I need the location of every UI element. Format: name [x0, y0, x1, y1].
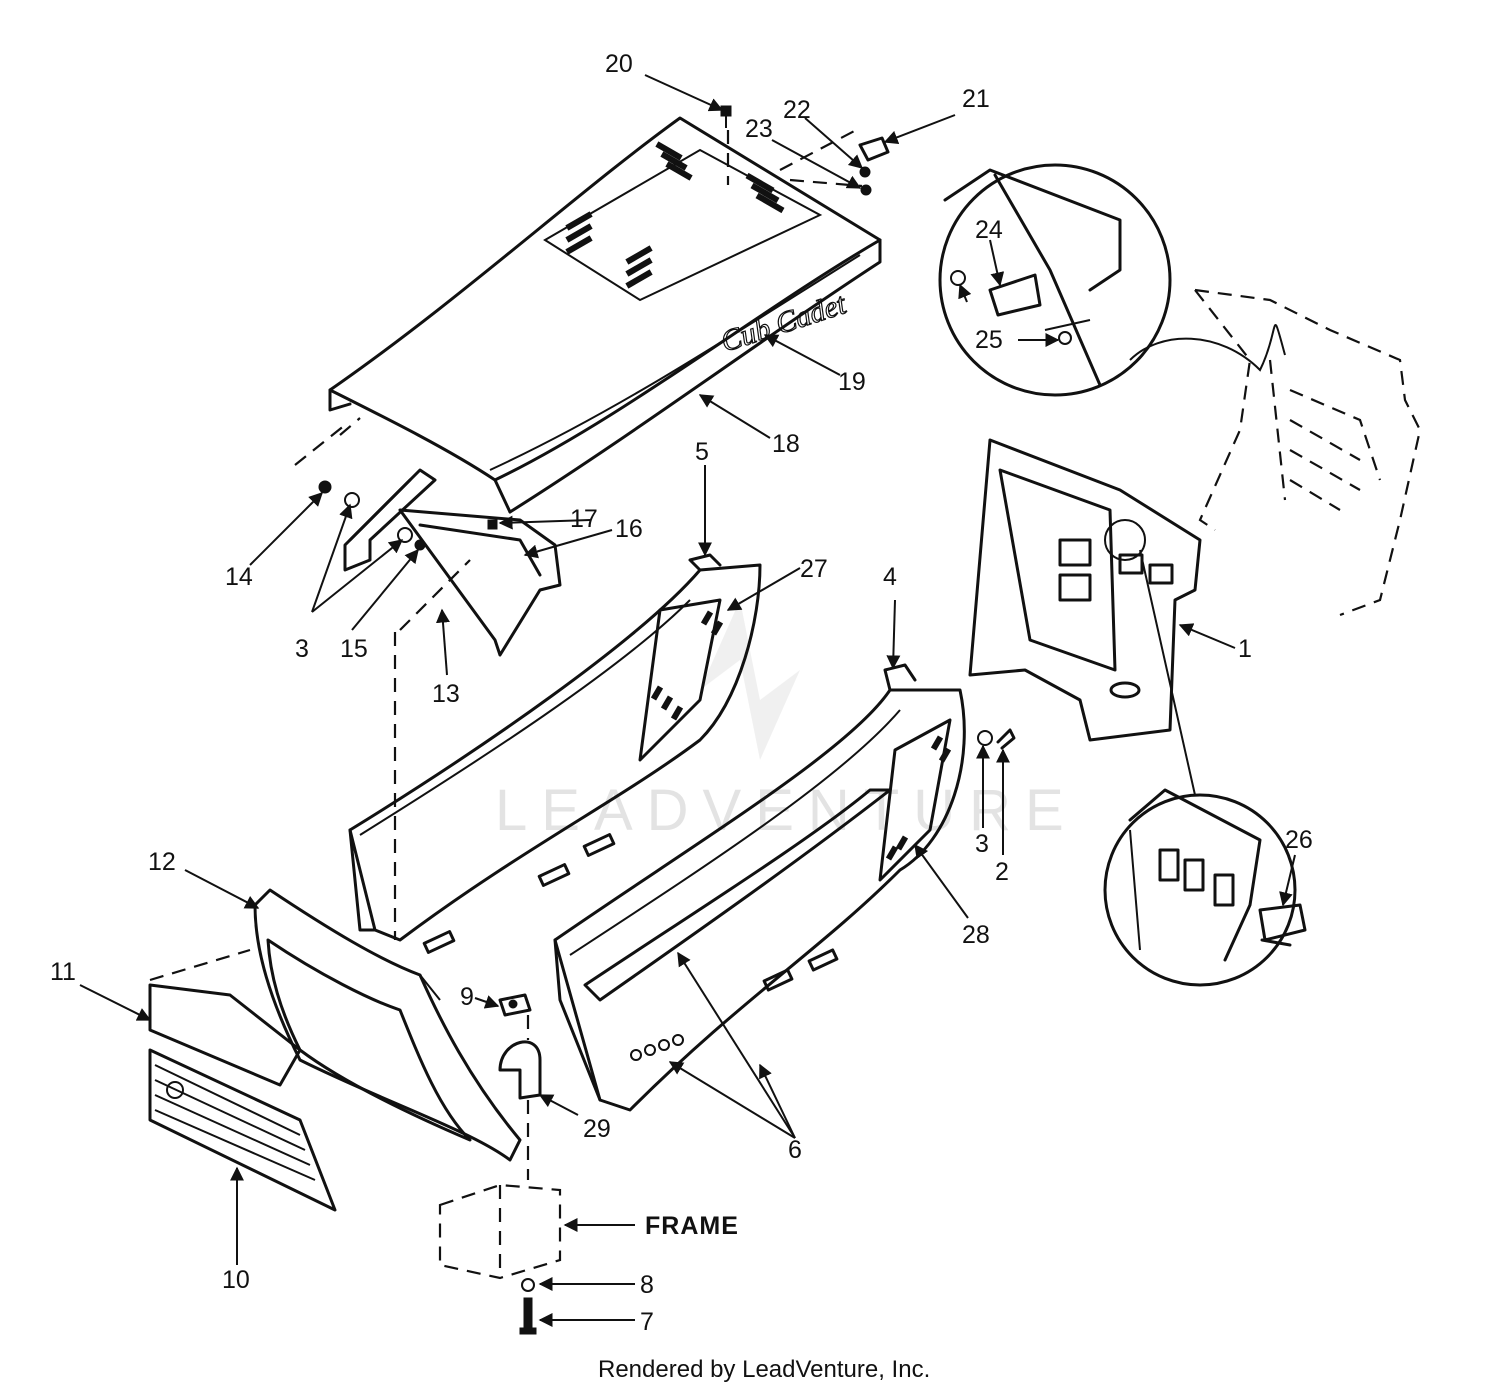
callout-3-top: 3 [295, 635, 309, 663]
callout-3-right: 3 [975, 830, 989, 858]
callout-29: 29 [583, 1115, 611, 1143]
hood-vents [543, 141, 823, 302]
callout-11: 11 [50, 958, 76, 986]
front-bezel [253, 888, 522, 1162]
left-panel-vents [650, 610, 724, 721]
callout-17: 17 [570, 505, 598, 533]
callout-13: 13 [432, 680, 460, 708]
detail-circle-hinge [1103, 549, 1307, 987]
footer-credit: Rendered by LeadVenture, Inc. [598, 1356, 930, 1383]
body-outline [1194, 288, 1422, 617]
hood-hardware [720, 105, 890, 196]
hood-logo: Cub Cadet [717, 287, 851, 359]
callout-22: 22 [783, 96, 811, 124]
right-side-panel [553, 663, 1016, 1112]
callout-15: 15 [340, 635, 368, 663]
callout-9: 9 [460, 983, 474, 1011]
right-panel-vents [885, 735, 952, 861]
callout-26: 26 [1285, 826, 1313, 854]
callout-14: 14 [225, 563, 253, 591]
callout-28: 28 [962, 921, 990, 949]
watermark: LEADVENTURE [495, 778, 1078, 843]
callout-5: 5 [695, 438, 709, 466]
callout-1: 1 [1238, 635, 1252, 663]
callout-12: 12 [148, 848, 176, 876]
grille [148, 948, 337, 1212]
callout-23: 23 [745, 115, 773, 143]
callout-6: 6 [788, 1136, 802, 1164]
callout-18: 18 [772, 430, 800, 458]
callout-4: 4 [883, 563, 897, 591]
callout-20: 20 [605, 50, 633, 78]
callout-19: 19 [838, 368, 866, 396]
frame-label: FRAME [645, 1212, 739, 1240]
left-side-panel [348, 553, 762, 954]
detail-circle-latch [938, 163, 1286, 397]
callout-7: 7 [640, 1308, 654, 1336]
callout-21: 21 [962, 85, 990, 113]
callout-10: 10 [222, 1266, 250, 1294]
mount-brackets [498, 993, 542, 1180]
hood-bracket [294, 417, 562, 940]
callout-8: 8 [640, 1271, 654, 1299]
callout-24: 24 [975, 216, 1003, 244]
dash-panel [968, 438, 1202, 742]
callout-2: 2 [995, 858, 1009, 886]
callout-16: 16 [615, 515, 643, 543]
callout-25: 25 [975, 326, 1003, 354]
frame [438, 1183, 562, 1335]
watermark-emblem [700, 600, 800, 760]
callout-27: 27 [800, 555, 828, 583]
callout-labels: 20 21 22 23 24 25 19 18 5 17 16 27 14 4 … [50, 50, 1313, 1336]
leader-lines [79, 74, 1296, 1327]
